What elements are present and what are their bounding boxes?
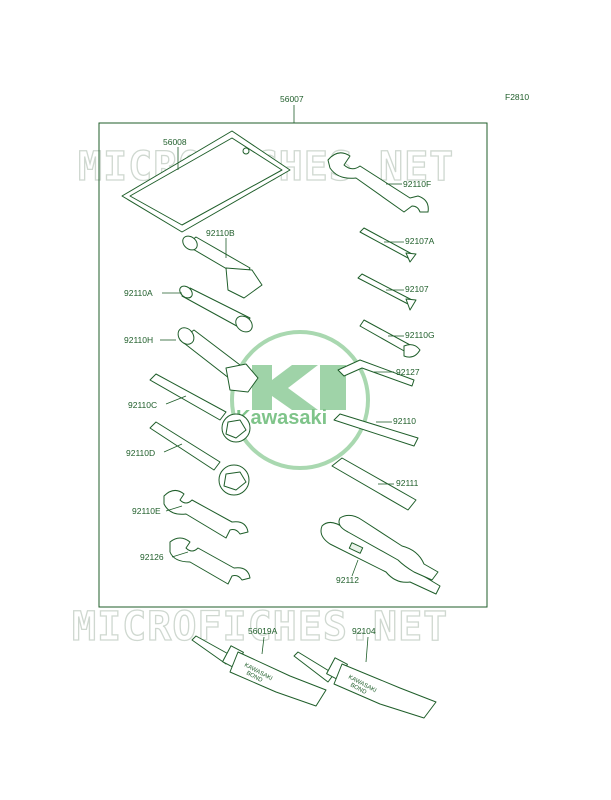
leader-92110E: [165, 505, 183, 512]
label-92127: 92127: [396, 367, 420, 377]
wrench-92126: [169, 537, 251, 585]
screwdriver-92107A: [359, 227, 417, 263]
leader-56019A: [261, 636, 265, 655]
label-56008: 56008: [163, 137, 187, 147]
label-92110E: 92110E: [132, 506, 161, 516]
bond-tube-92104: KAWASAKI BOND: [293, 651, 437, 719]
screwdriver-92107: [357, 273, 417, 311]
label-92110C: 92110C: [128, 400, 157, 410]
label-92110G: 92110G: [405, 330, 435, 340]
leader-92110D: [163, 443, 183, 453]
label-92104: 92104: [352, 626, 376, 636]
tube-wrench-92110A: [179, 285, 253, 333]
label-56007: 56007: [280, 94, 304, 104]
label-92111: 92111: [396, 478, 419, 488]
wrench-92110F: [327, 152, 429, 213]
label-92112: 92112: [336, 575, 359, 585]
logo-text: Kawasaki: [236, 407, 327, 429]
pliers-92112: [320, 514, 441, 595]
wrench-92110G: [359, 319, 421, 358]
socket-wrench-92110H: [177, 327, 259, 393]
label-56019A: 56019A: [248, 626, 278, 636]
label-92110D: 92110D: [126, 448, 155, 458]
leader-92110C: [165, 395, 187, 405]
label-92110: 92110: [393, 416, 416, 426]
label-92110F: 92110F: [403, 179, 431, 189]
ring-wrench-92110C: [149, 373, 251, 443]
label-92110A: 92110A: [124, 288, 153, 298]
leader-92126: [171, 551, 189, 558]
bond-tube-56019A: KAWASAKI BOND: [191, 635, 327, 707]
bar-92110: [333, 413, 419, 447]
label-92126: 92126: [140, 552, 164, 562]
leader-92104: [365, 636, 369, 663]
hex-key-92127: [337, 359, 415, 387]
box-wrench-92110B: [182, 235, 263, 299]
watermark-bottom: MICROFICHES.NET: [72, 604, 448, 650]
tool-bag-56008: [121, 130, 291, 233]
wrench-92110E: [163, 490, 249, 539]
label-92107: 92107: [405, 284, 429, 294]
handle-92111: [331, 457, 417, 511]
figure-code: F2810: [505, 92, 529, 102]
label-92107A: 92107A: [405, 236, 435, 246]
leader-92112: [351, 559, 359, 577]
tool-kit-frame: [98, 122, 488, 608]
kawasaki-logo: Kawasaki: [230, 330, 370, 470]
ring-wrench-92110D: [149, 421, 250, 496]
label-92110B: 92110B: [206, 228, 235, 238]
label-92110H: 92110H: [124, 335, 153, 345]
